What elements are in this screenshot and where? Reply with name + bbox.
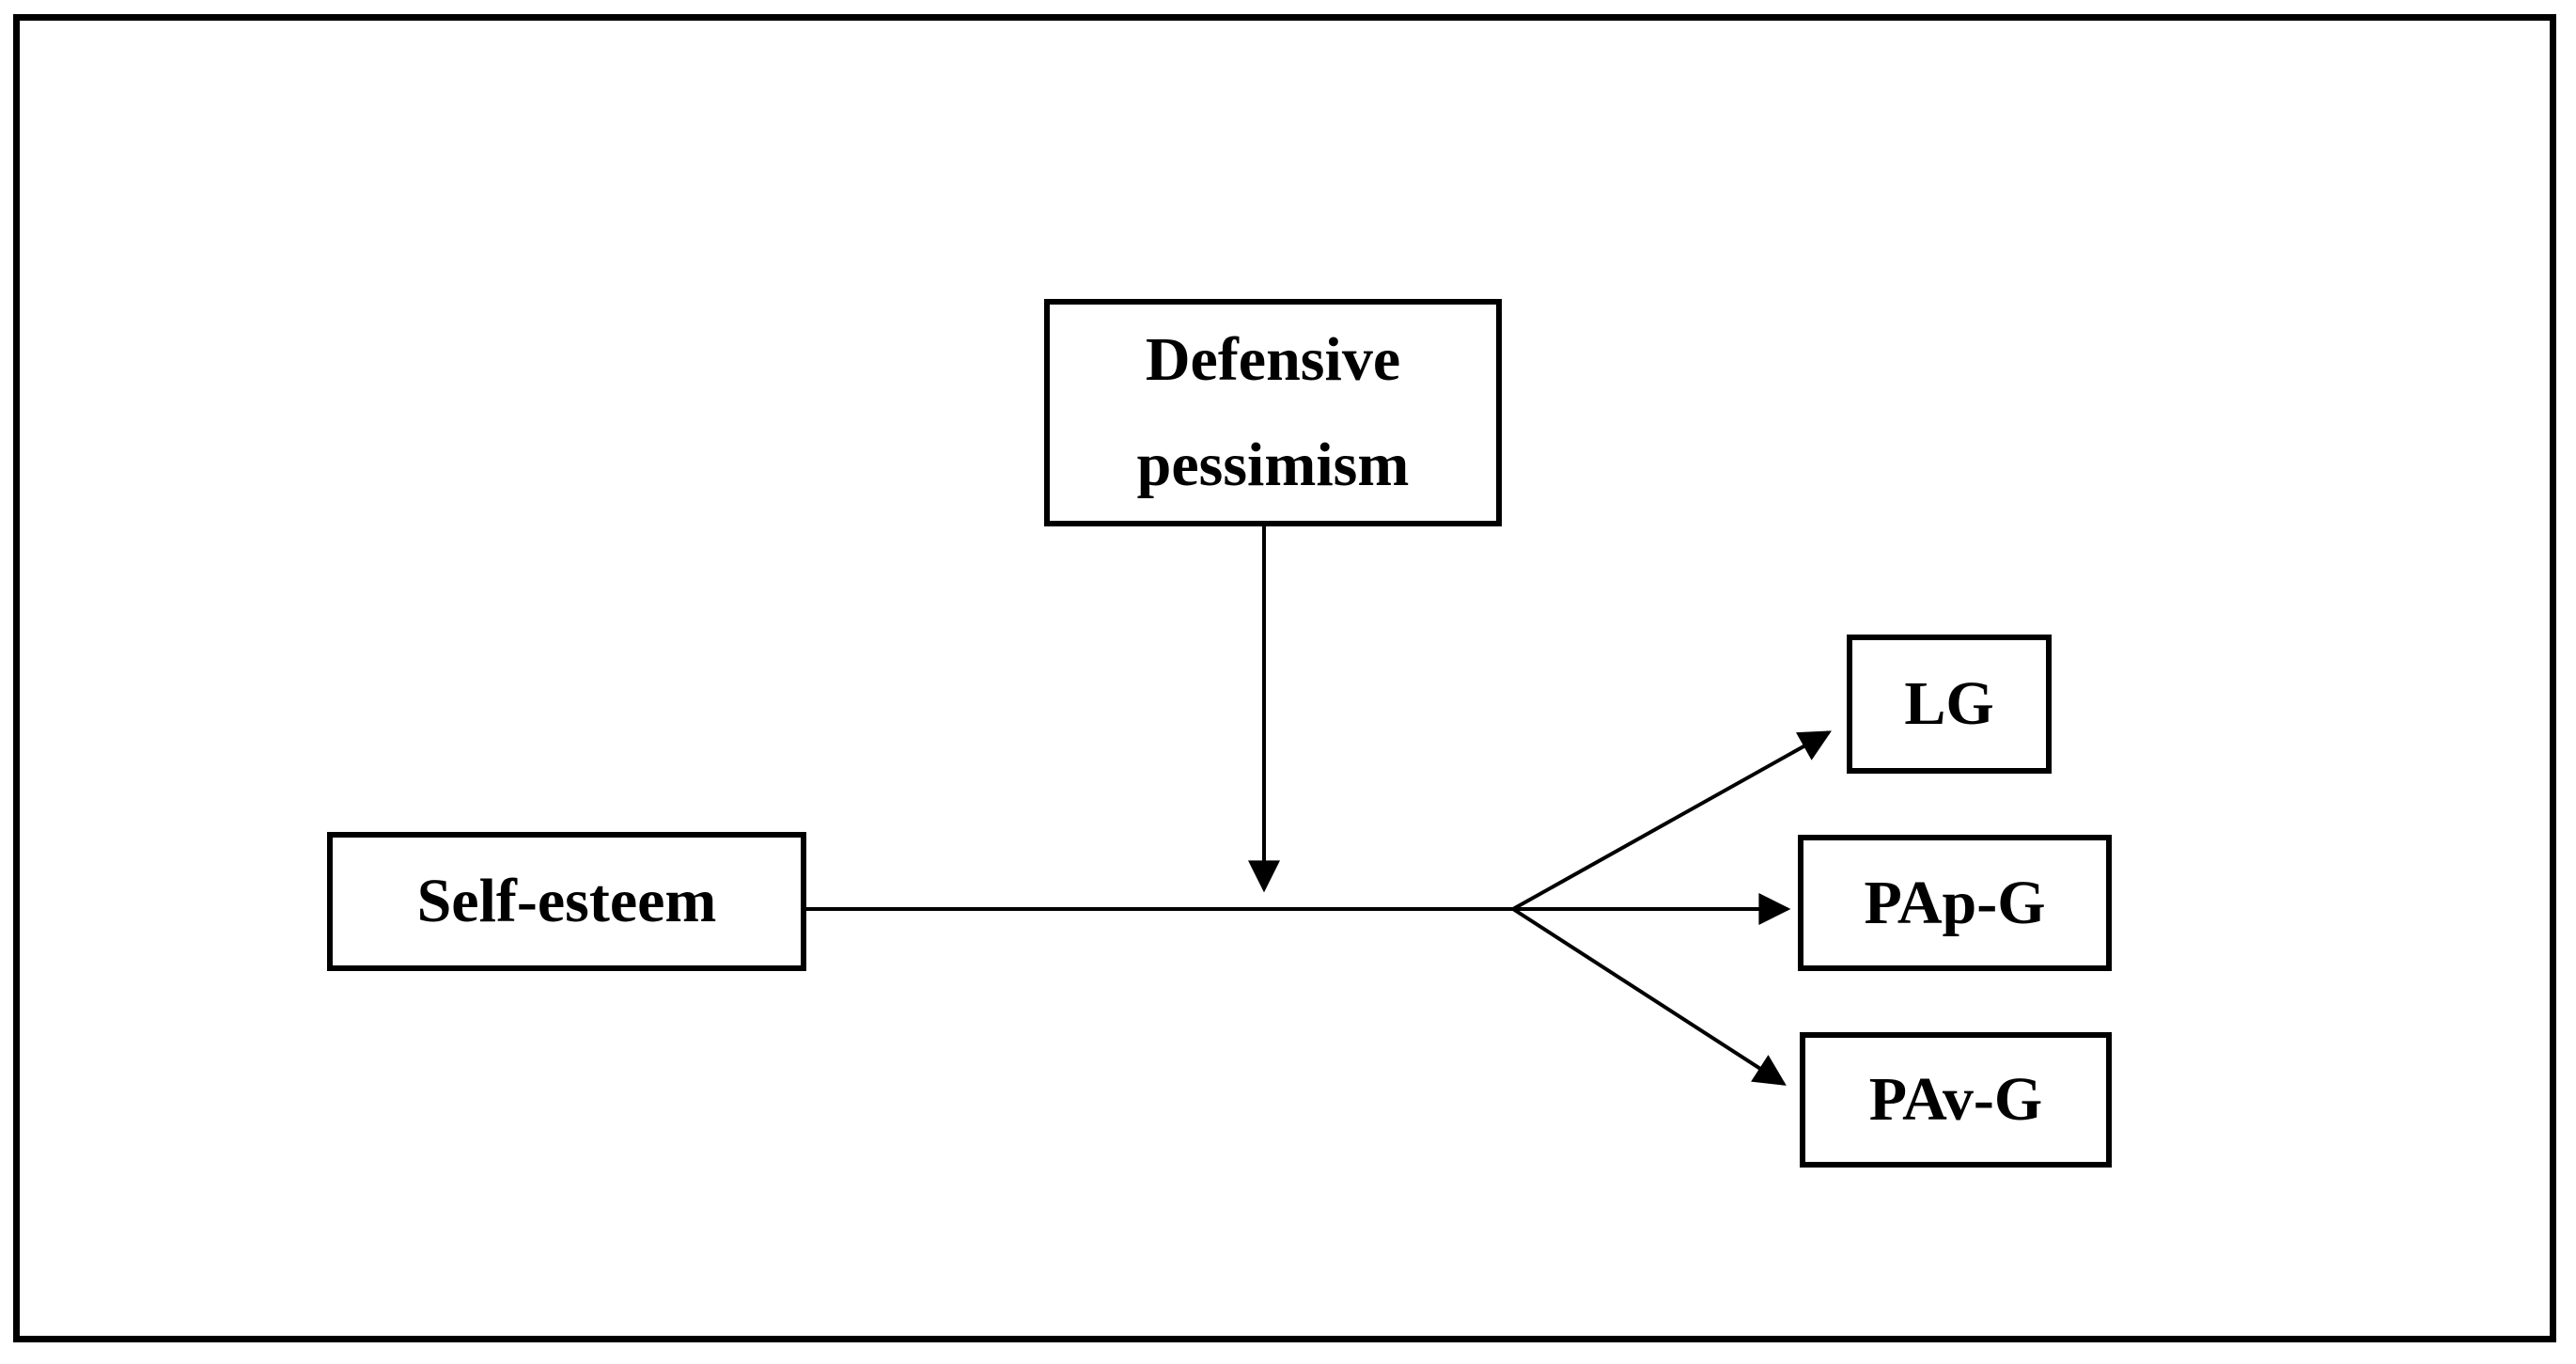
branch-arrow-pav-g	[1511, 907, 1787, 1086]
node-pap-g-label: PAp-G	[1864, 868, 2046, 937]
node-pav-g: PAv-G	[1800, 1032, 2112, 1168]
node-pap-g: PAp-G	[1798, 835, 2112, 971]
node-self-esteem: Self-esteem	[327, 832, 806, 971]
branch-arrow-lg	[1512, 730, 1832, 911]
node-lg-label: LG	[1904, 669, 1994, 738]
node-pav-g-label: PAv-G	[1868, 1065, 2043, 1134]
node-defensive-pessimism: Defensive pessimism	[1044, 299, 1502, 526]
node-defensive-pessimism-label: Defensive pessimism	[1136, 325, 1410, 499]
node-lg: LG	[1847, 635, 2052, 774]
node-self-esteem-label: Self-esteem	[416, 867, 717, 935]
figure-border-frame	[13, 14, 2556, 1342]
